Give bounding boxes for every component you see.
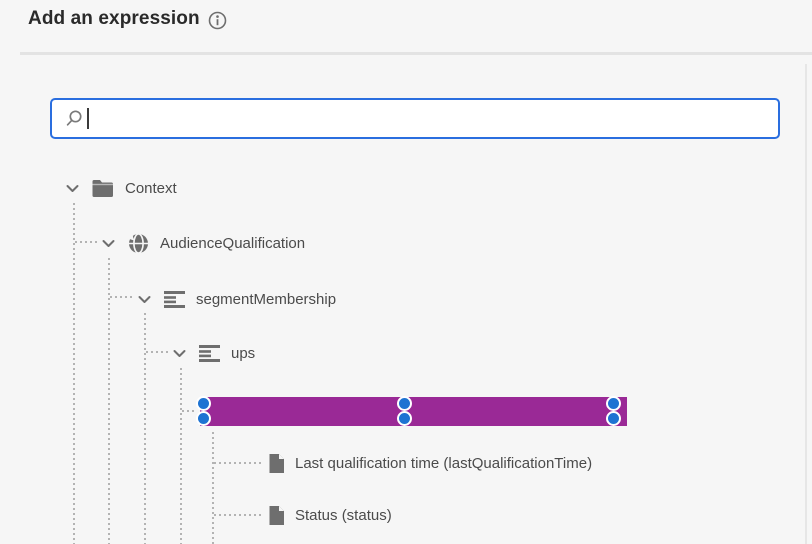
tree-connector-hline [146, 351, 168, 353]
tree-connector-hline [110, 296, 133, 298]
header-divider [20, 52, 812, 55]
search-icon [64, 109, 84, 129]
tree-connector-vline [144, 313, 146, 544]
redaction-bar[interactable] [200, 397, 627, 426]
page-title: Add an expression [28, 8, 227, 30]
search-box[interactable] [50, 98, 780, 139]
tree-connector-vline [73, 203, 75, 544]
chevron-down-icon[interactable] [64, 180, 81, 197]
tree-connector-vline [180, 368, 182, 544]
tree-connector-vline [108, 258, 110, 544]
tree-node-label: AudienceQualification [160, 234, 306, 252]
tree-connector-hline [182, 410, 196, 412]
tree-node-label: Last qualification time (lastQualificati… [295, 454, 593, 472]
tree-connector-vline [212, 432, 214, 544]
document-icon [268, 505, 285, 526]
tree-connector-hline [214, 462, 262, 464]
tree-node-context[interactable]: Context [64, 176, 177, 200]
chevron-down-icon[interactable] [100, 235, 117, 252]
tree-node-segment-membership[interactable]: segmentMembership [136, 287, 336, 311]
tree-node-audience-qualification[interactable]: AudienceQualification [100, 231, 305, 255]
info-icon[interactable] [208, 11, 227, 30]
tree-node-label: Context [125, 179, 177, 197]
selection-handle[interactable] [196, 411, 211, 426]
tree-node-last-qualification-time[interactable]: Last qualification time (lastQualificati… [268, 451, 592, 475]
chevron-down-icon[interactable] [136, 291, 153, 308]
page-title-text: Add an expression [28, 8, 200, 29]
list-icon [198, 344, 221, 363]
tree-node-label: ups [231, 344, 256, 362]
panel-right-border [805, 64, 807, 544]
tree-node-label: segmentMembership [196, 290, 337, 308]
tree-node-status[interactable]: Status (status) [268, 503, 392, 527]
selection-handle[interactable] [196, 396, 211, 411]
selection-handle[interactable] [397, 396, 412, 411]
document-icon [268, 453, 285, 474]
tree-node-ups[interactable]: ups [171, 341, 255, 365]
selection-handle[interactable] [397, 411, 412, 426]
selection-handle[interactable] [606, 411, 621, 426]
search-input[interactable] [89, 100, 778, 137]
globe-icon [127, 232, 150, 255]
text-cursor [87, 108, 89, 129]
chevron-down-icon[interactable] [171, 345, 188, 362]
tree-connector-hline [214, 514, 262, 516]
folder-icon [91, 179, 115, 198]
tree-node-label: Status (status) [295, 506, 392, 524]
tree-connector-hline [75, 241, 98, 243]
selection-handle[interactable] [606, 396, 621, 411]
list-icon [163, 290, 186, 309]
